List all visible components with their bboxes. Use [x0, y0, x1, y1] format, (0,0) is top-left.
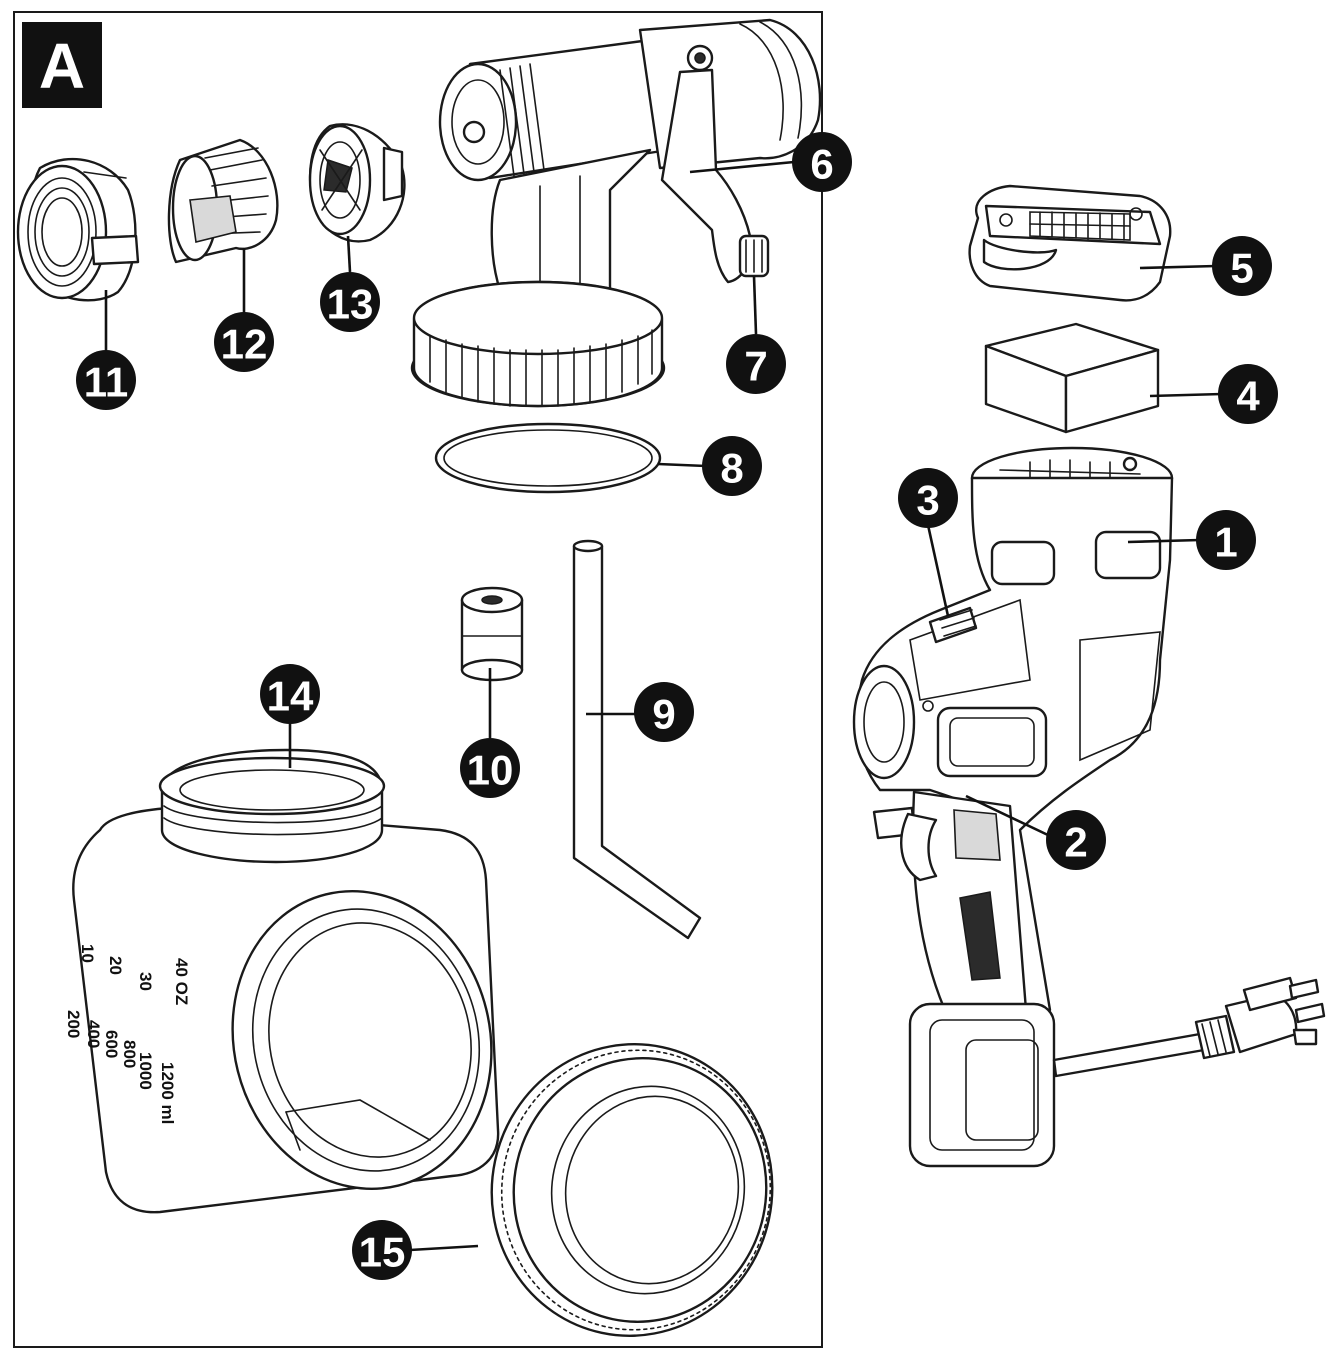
part-4-foam-filter [984, 322, 1160, 434]
figure-label-text: A [39, 30, 85, 102]
callout-1: 1 [1196, 510, 1256, 570]
scale-oz-30: 30 [136, 972, 155, 991]
callout-7: 7 [726, 334, 786, 394]
callout-14-label: 14 [267, 673, 314, 720]
callout-2-label: 2 [1064, 819, 1087, 866]
callout-9: 9 [634, 682, 694, 742]
figure-label: A [22, 22, 102, 108]
leader-13 [346, 235, 352, 273]
callout-8: 8 [702, 436, 762, 496]
part-7-flow-knob [738, 234, 770, 278]
callout-12: 12 [214, 312, 274, 372]
figure-frame [13, 11, 823, 1348]
part-15-container-lid [490, 1043, 774, 1337]
scale-ml-800: 800 [120, 1040, 139, 1068]
part-5-filter-cover [968, 184, 1172, 302]
callout-10: 10 [460, 738, 520, 798]
leader-2 [965, 794, 1051, 838]
scale-ml-1000: 1000 [136, 1052, 155, 1090]
callout-11-label: 11 [84, 359, 128, 406]
callout-3-label: 3 [916, 477, 939, 524]
callout-15: 15 [352, 1220, 412, 1280]
leader-1 [1127, 538, 1201, 544]
part-6-spray-head [410, 18, 822, 408]
callout-3: 3 [898, 468, 958, 528]
part-9-suction-tube [572, 539, 702, 940]
part-8-o-ring [434, 422, 662, 494]
scale-ml-200: 200 [64, 1010, 83, 1038]
scale-oz-10: 10 [78, 944, 97, 963]
callout-4-label: 4 [1236, 373, 1260, 420]
callout-10-label: 10 [467, 747, 514, 794]
callout-5-label: 5 [1230, 245, 1253, 292]
callout-6-label: 6 [810, 141, 833, 188]
callout-7-label: 7 [744, 343, 767, 390]
callout-6: 6 [792, 132, 852, 192]
part-13-air-cap [308, 123, 406, 243]
part-11-collar-nut [16, 157, 140, 302]
callout-12-label: 12 [221, 321, 268, 368]
callouts: 1 2 3 4 5 6 7 8 [76, 132, 1278, 1280]
callout-13: 13 [320, 272, 380, 332]
callout-9-label: 9 [652, 691, 675, 738]
callout-4: 4 [1218, 364, 1278, 424]
callout-15-label: 15 [359, 1229, 406, 1276]
part-14-paint-container [72, 748, 500, 1214]
scale-ml-400: 400 [84, 1020, 103, 1048]
scale-oz-40: 40 OZ [172, 958, 191, 1005]
part-10-intake-filter [460, 586, 524, 682]
callout-8-label: 8 [720, 445, 743, 492]
leader-lines [104, 160, 1223, 1252]
leader-5 [1139, 264, 1217, 270]
leader-8 [657, 462, 707, 468]
callout-13-label: 13 [327, 281, 374, 328]
part-1-motor-housing [852, 446, 1174, 1168]
callout-11: 11 [76, 350, 136, 410]
callout-5: 5 [1212, 236, 1272, 296]
callout-14: 14 [260, 664, 320, 724]
leader-4 [1149, 392, 1223, 398]
part-12-nozzle-insert [167, 138, 279, 264]
leader-15 [409, 1244, 479, 1252]
callout-1-label: 1 [1214, 519, 1237, 566]
leader-7 [752, 275, 758, 335]
callout-2: 2 [1046, 810, 1106, 870]
leader-3 [926, 524, 950, 617]
leader-6 [689, 160, 795, 174]
power-cord [1052, 976, 1326, 1078]
container-scale: 40 OZ 30 20 10 1200 ml 1000 800 600 400 … [64, 944, 191, 1124]
scale-ml-1200: 1200 ml [158, 1062, 177, 1124]
scale-ml-600: 600 [102, 1030, 121, 1058]
scale-oz-20: 20 [106, 956, 125, 975]
